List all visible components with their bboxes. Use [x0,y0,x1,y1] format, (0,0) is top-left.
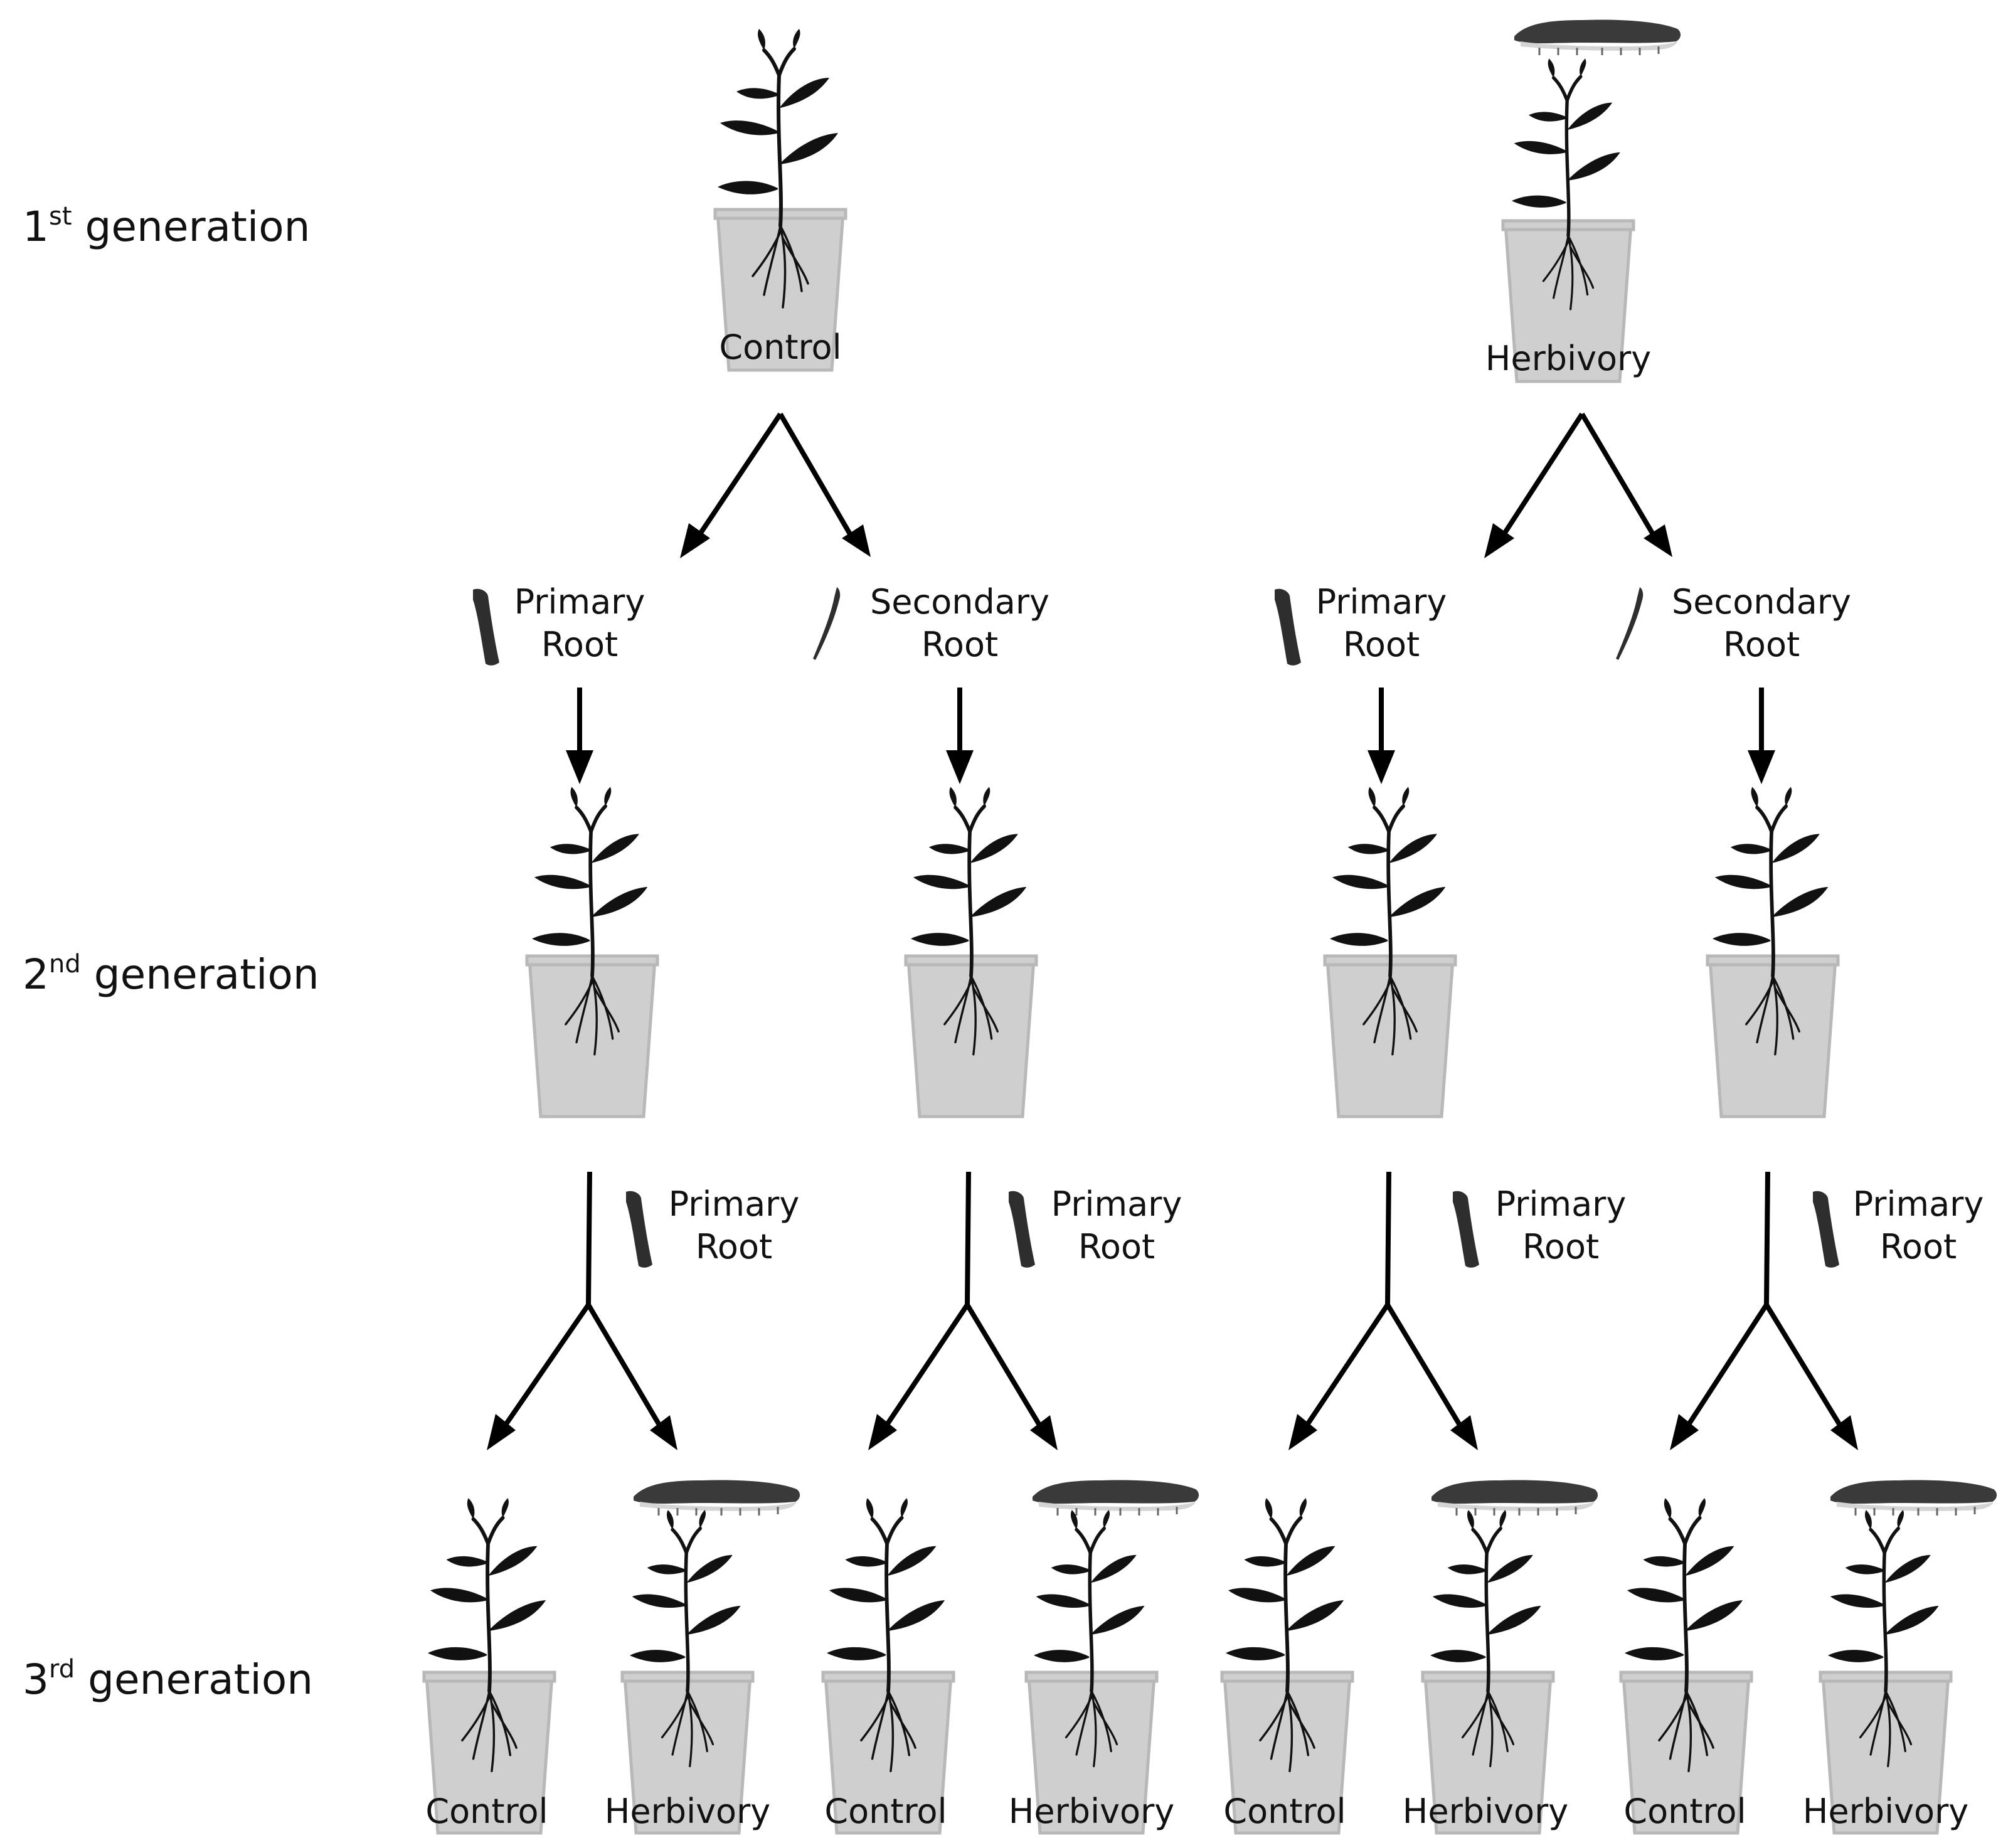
svg-text:Root: Root [922,625,998,664]
root-cutting-icon [1275,588,1301,666]
root-cutting-icon [813,587,841,660]
gen3-label-1: Control [425,1792,548,1831]
branch-2 [868,1171,1058,1450]
root-cutting-icon [473,588,499,666]
gen1-herbivory-plant [1503,19,1682,381]
arrow-icon [778,412,856,541]
gen1-label: 1st generation [23,202,310,251]
caterpillar-icon [1829,1479,1998,1517]
gen1-split-arrows [680,412,1672,558]
root-cutting-icon [1616,587,1644,660]
svg-text:Root: Root [696,1227,772,1267]
gen3-label-6: Herbivory [1403,1792,1568,1831]
root-cutting-icon [626,1191,652,1268]
caterpillar-icon [1513,19,1682,56]
gen3-plant-8 [1820,1510,1951,1833]
caterpillar-icon [1031,1479,1200,1517]
gen3-label-8: Herbivory [1803,1792,1968,1831]
gen3-label-4: Herbivory [1009,1792,1174,1831]
gen2-label: 2nd generation [23,950,319,999]
gen1-control-label: Control [719,327,841,367]
branch-1 [487,1171,677,1450]
gen3-plant-3 [823,1498,953,1833]
gen2-down-arrows [566,688,1775,784]
branch-3 [1288,1171,1478,1450]
svg-text:Root: Root [541,625,618,664]
cutting-3: Primary Root [1275,582,1447,666]
root-cutting-icon [1453,1191,1479,1268]
gen3-plant-7 [1621,1498,1751,1833]
gen2-cutting-2: Primary Root [1009,1184,1182,1268]
gen1-control-plant [715,29,846,370]
svg-text:Primary: Primary [1853,1184,1984,1224]
svg-text:Primary: Primary [669,1184,800,1224]
gen2-plant-4 [1708,787,1838,1117]
cutting-4: Secondary Root [1616,582,1851,664]
gen3-labels: Control Herbivory Control Herbivory Cont… [425,1792,1968,1831]
arrow-icon [1580,412,1659,541]
gen3-label: 3rd generation [23,1655,313,1704]
gen2-plant-1 [527,787,657,1117]
svg-text:Root: Root [1343,625,1420,664]
gen2-plant-2 [906,787,1036,1117]
caterpillar-icon [632,1479,801,1517]
gen1-herbivory-label: Herbivory [1485,339,1651,378]
caterpillar-icon [1430,1479,1599,1517]
svg-text:Primary: Primary [1495,1184,1627,1224]
root-cutting-icon [1009,1191,1035,1268]
gen3-label-5: Control [1223,1792,1346,1831]
svg-text:Primary: Primary [1316,582,1447,622]
svg-text:Primary: Primary [514,582,645,622]
gen3-caterpillars [632,1479,1998,1517]
svg-text:Root: Root [1723,625,1800,664]
svg-text:Root: Root [1880,1227,1957,1267]
gen3-plant-1 [424,1498,555,1833]
gen3-plant-5 [1222,1498,1352,1833]
gen3-label-3: Control [824,1792,947,1831]
gen3-plant-4 [1026,1510,1157,1833]
gen2-cutting-4: Primary Root [1813,1184,1984,1268]
svg-text:Root: Root [1522,1227,1599,1267]
gen2-cutting-3: Primary Root [1453,1184,1626,1268]
cutting-2: Secondary Root [813,582,1049,664]
branch-4 [1670,1171,1858,1450]
gen2-cutting-1: Primary Root [626,1184,799,1268]
gen3-plant-2 [622,1510,753,1833]
gen3-label-2: Herbivory [605,1792,770,1831]
gen3-branches [487,1171,1858,1450]
svg-text:Primary: Primary [1051,1184,1182,1224]
gen2-plant-3 [1325,787,1455,1117]
svg-text:Secondary: Secondary [870,582,1049,622]
gen3-plant-6 [1423,1510,1553,1833]
arrow-icon [1498,412,1585,541]
svg-text:Root: Root [1078,1227,1155,1267]
arrow-icon [694,412,783,541]
gen3-label-7: Control [1623,1792,1746,1831]
root-cutting-icon [1813,1191,1839,1268]
cutting-1: Primary Root [473,582,645,666]
svg-text:Secondary: Secondary [1672,582,1851,622]
